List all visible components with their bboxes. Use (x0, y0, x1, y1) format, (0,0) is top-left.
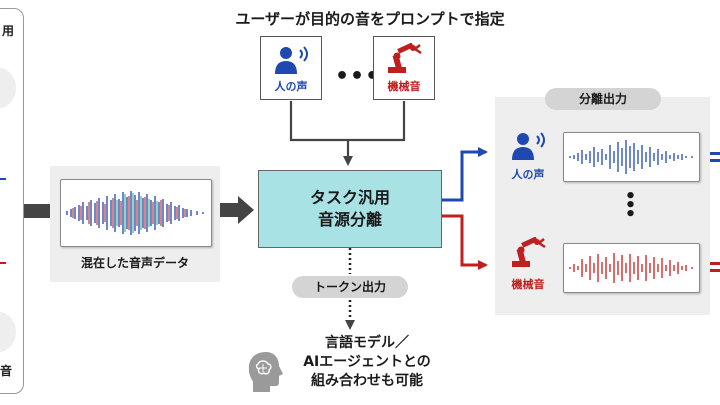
robot-arm-icon (512, 237, 546, 267)
core-line-2: 音源分離 (317, 210, 382, 229)
note-line-1: 言語モデル／ (325, 335, 409, 351)
right-partial-red-line (710, 262, 720, 265)
left-partial-blue-mark (0, 178, 6, 180)
prompt-machine-card: 機械音 (373, 36, 435, 100)
left-partial-bottom-text: 音 (0, 364, 13, 378)
prompt-human-card: 人の声 (260, 36, 322, 100)
output-ellipsis: ••• (624, 186, 638, 225)
core-line-1: タスク汎用 (309, 188, 390, 207)
mixed-waveform (60, 179, 212, 247)
right-partial-blue-line (710, 152, 720, 155)
token-output-pill: トークン出力 (292, 276, 408, 298)
left-partial-blob (0, 68, 16, 108)
note-line-2: AIエージェントとの (303, 354, 431, 370)
input-caption: 混在した音声データ (80, 256, 189, 270)
left-partial-red-mark (0, 262, 6, 264)
ai-head-icon (248, 352, 283, 392)
mixed-waveform-graphic (66, 191, 204, 235)
machine-waveform (563, 243, 700, 293)
output-human-label: 人の声 (511, 168, 545, 181)
note-line-3: 組み合わせも可能 (311, 373, 423, 389)
prompt-ellipsis: ••• (335, 64, 381, 89)
prompt-human-label: 人の声 (274, 80, 308, 93)
task-general-source-separation-box: タスク汎用 音源分離 (258, 170, 442, 248)
right-partial-red-line (710, 269, 720, 272)
right-partial-blue-line (710, 159, 720, 162)
separated-output-pill: 分離出力 (545, 88, 661, 110)
left-partial-top-text: 用 (2, 24, 15, 38)
output-machine-label: 機械音 (511, 278, 545, 291)
prompt-machine-label: 機械音 (387, 80, 421, 93)
person-speaking-icon (512, 132, 545, 160)
left-partial-blob (0, 312, 16, 352)
human-waveform (563, 132, 700, 182)
machine-waveform-graphic (569, 253, 693, 283)
person-speaking-icon (275, 46, 308, 74)
diagram-title: ユーザーが目的の音をプロンプトで指定 (235, 10, 505, 28)
human-waveform-graphic (569, 140, 693, 174)
robot-arm-icon (388, 43, 422, 73)
integration-note: 言語モデル／ AIエージェントとの 組み合わせも可能 (282, 334, 452, 391)
